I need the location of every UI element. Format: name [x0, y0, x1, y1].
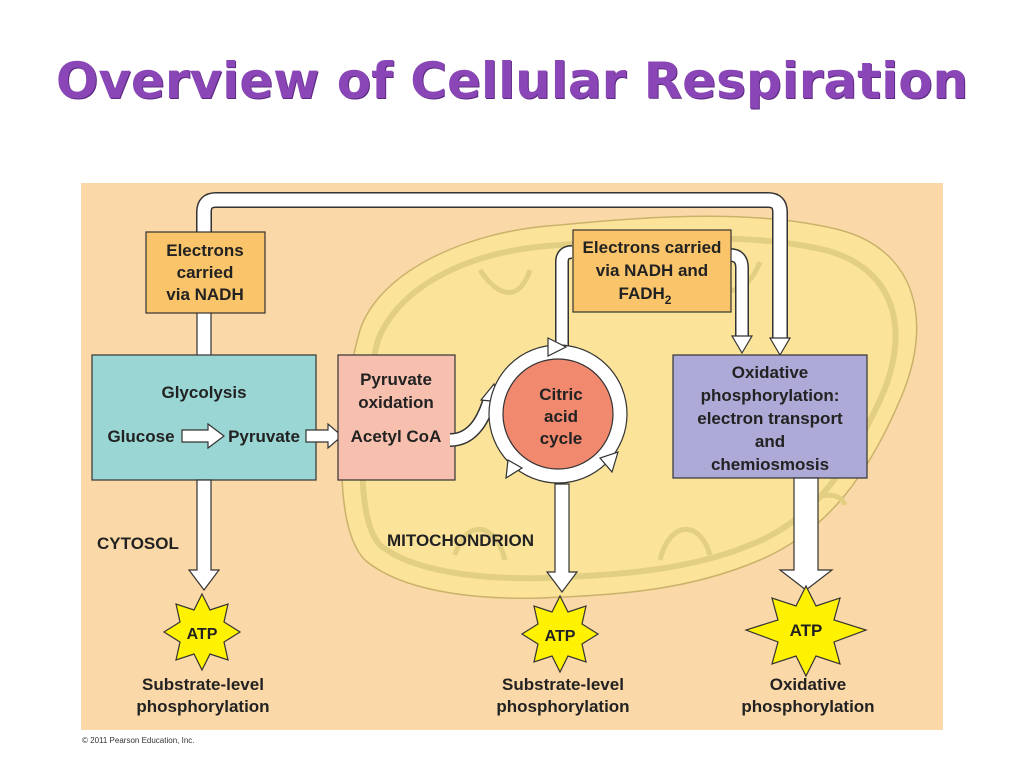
citric-to-electron	[556, 246, 573, 350]
left-caption-line2: phosphorylation	[136, 697, 269, 716]
glucose-label: Glucose	[107, 427, 174, 446]
electrons-fadh2-line2: via NADH and	[596, 261, 708, 280]
middle-caption-line1: Substrate-level	[502, 675, 624, 694]
oxphos-line4: and	[755, 432, 785, 451]
citric-atp-arrow	[545, 483, 579, 593]
citric-cycle-arrow-top	[547, 337, 568, 357]
atp-left-label: ATP	[187, 626, 218, 643]
electrons-nadh-line1: Electrons	[166, 241, 243, 260]
electrons-nadh-fadh2-box	[572, 229, 732, 313]
electron-route-arrowhead	[768, 337, 792, 357]
glycolysis-box	[91, 354, 317, 481]
electron-route	[197, 193, 787, 340]
crista-1	[477, 268, 533, 295]
citric-cycle-circle	[502, 358, 614, 470]
oxphos-line5: chemiosmosis	[711, 455, 829, 474]
atp-star-middle	[520, 594, 600, 674]
left-electron-connector	[196, 309, 212, 357]
electrons-nadh-line2: carried	[177, 263, 234, 282]
atp-middle-label: ATP	[545, 628, 576, 645]
pyruvate-oxidation-line2: oxidation	[358, 393, 434, 412]
oxphos-line1: Oxidative	[732, 363, 809, 382]
oxphos-atp-arrow	[778, 477, 834, 591]
crista-3	[657, 526, 713, 561]
right-caption-line1: Oxidative	[770, 675, 847, 694]
acetyl-to-citric	[449, 396, 496, 446]
atp-right-label: ATP	[790, 621, 823, 640]
acetyl-coa-label: Acetyl CoA	[351, 427, 442, 446]
electrons-fadh2-line3: FADH2	[619, 284, 672, 307]
left-caption-line1: Substrate-level	[142, 675, 264, 694]
atp-star-right	[744, 584, 868, 678]
citric-line2: acid	[544, 407, 578, 426]
electron-to-oxphos-arrowhead	[730, 335, 754, 355]
crista-5	[452, 526, 508, 561]
electrons-nadh-line3: via NADH	[166, 285, 243, 304]
right-caption-line2: phosphorylation	[741, 697, 874, 716]
oxphos-line3: electron transport	[697, 409, 843, 428]
fadh-subscript: 2	[665, 293, 672, 307]
electron-to-oxphos	[729, 249, 748, 338]
glycolysis-label: Glycolysis	[161, 383, 246, 402]
oxidative-phosphorylation-box	[672, 354, 868, 479]
copyright-notice: © 2011 Pearson Education, Inc.	[82, 736, 195, 745]
glucose-to-pyruvate-arrow	[181, 422, 225, 450]
citric-cycle-arrow-right	[598, 451, 619, 474]
pyruvate-label: Pyruvate	[228, 427, 300, 446]
glycolysis-atp-arrow	[187, 479, 221, 591]
oxphos-line2: phosphorylation:	[701, 386, 840, 405]
middle-caption-line2: phosphorylation	[496, 697, 629, 716]
atp-star-left	[162, 592, 242, 672]
pyruvate-oxidation-box	[337, 354, 456, 481]
citric-line1: Citric	[539, 385, 582, 404]
glycolysis-to-pyruvate-oxidation-arrow	[305, 422, 343, 450]
page-title: Overview of Cellular Respiration	[55, 52, 969, 110]
citric-cycle-arrow-left	[505, 459, 524, 480]
electrons-fadh2-line1: Electrons carried	[583, 238, 722, 257]
cytosol-label: CYTOSOL	[97, 534, 179, 553]
fadh-text: FADH	[619, 284, 665, 303]
pyruvate-oxidation-line1: Pyruvate	[360, 370, 432, 389]
electrons-nadh-box	[145, 231, 266, 314]
mitochondrion-label: MITOCHONDRION	[387, 531, 534, 550]
citric-line3: cycle	[540, 429, 583, 448]
